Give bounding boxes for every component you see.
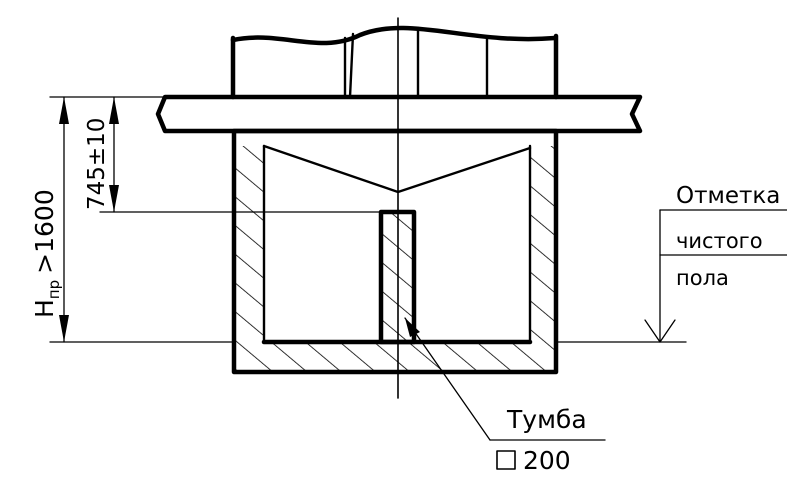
upper-pipe (230, 25, 559, 100)
dimension-745 (109, 96, 119, 213)
floor-mark-label-2: чистого (676, 229, 763, 253)
dimension-h (59, 96, 69, 343)
dim-h-subscript: пр (45, 280, 63, 299)
pedestal-size-label: 200 (523, 446, 571, 475)
ceiling-slab (155, 94, 643, 134)
pedestal-leader (404, 317, 606, 441)
floor-level-marker (644, 209, 787, 343)
extension-lines (49, 96, 687, 343)
pedestal-label: Тумба (506, 405, 587, 434)
square-symbol-icon (496, 450, 516, 470)
floor-mark-label-1: Отметка (676, 183, 780, 209)
pit-structure (231, 128, 559, 375)
dim-h-label: Hпр >1600 (30, 189, 63, 318)
svg-text:Hпр>1600: Hпр >1600 (30, 189, 63, 318)
dim-h-value: >1600 (30, 189, 59, 274)
dim-745-label: 745±10 (84, 118, 110, 210)
floor-mark-label-3: пола (676, 266, 729, 290)
dim-h-symbol: H (30, 299, 59, 318)
